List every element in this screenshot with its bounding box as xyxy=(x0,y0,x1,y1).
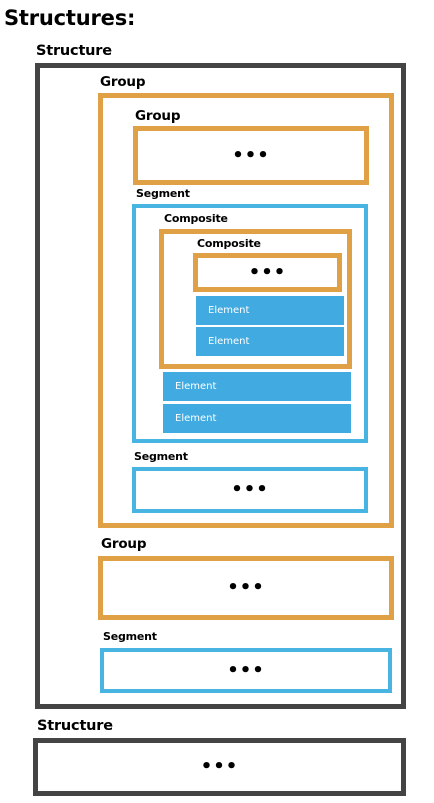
element-1: Element xyxy=(196,296,344,325)
element-2-label: Element xyxy=(208,335,250,347)
ellipsis-icon: ••• xyxy=(200,756,239,777)
diagram-title: Structures: xyxy=(4,6,136,30)
structure-2-label: Structure xyxy=(37,718,113,734)
composite-1-label: Composite xyxy=(164,212,228,225)
element-2: Element xyxy=(196,327,344,356)
segment-2-label: Segment xyxy=(134,450,188,463)
ellipsis-icon: ••• xyxy=(227,577,265,598)
element-4: Element xyxy=(163,404,351,433)
structure-1-label: Structure xyxy=(36,43,112,59)
element-1-label: Element xyxy=(208,304,250,316)
element-4-label: Element xyxy=(175,412,217,424)
group-1-label: Group xyxy=(100,74,146,90)
ellipsis-icon: ••• xyxy=(227,659,265,681)
element-3-label: Element xyxy=(175,380,217,392)
ellipsis-icon: ••• xyxy=(248,261,287,283)
composite-2-box: ••• xyxy=(193,253,342,292)
ellipsis-icon: ••• xyxy=(232,144,270,166)
element-3: Element xyxy=(163,372,351,401)
composite-2-label: Composite xyxy=(197,237,261,250)
segment-3-box: ••• xyxy=(100,648,392,693)
group-2-label: Group xyxy=(101,536,147,552)
group-1a-box: ••• xyxy=(133,126,369,185)
segment-3-label: Segment xyxy=(103,630,157,643)
group-2-box: ••• xyxy=(98,556,394,620)
segment-2-box: ••• xyxy=(132,467,368,513)
segment-1-label: Segment xyxy=(136,187,190,200)
group-1a-label: Group xyxy=(135,108,181,124)
ellipsis-icon: ••• xyxy=(231,479,269,500)
structure-2-box: ••• xyxy=(33,738,406,796)
